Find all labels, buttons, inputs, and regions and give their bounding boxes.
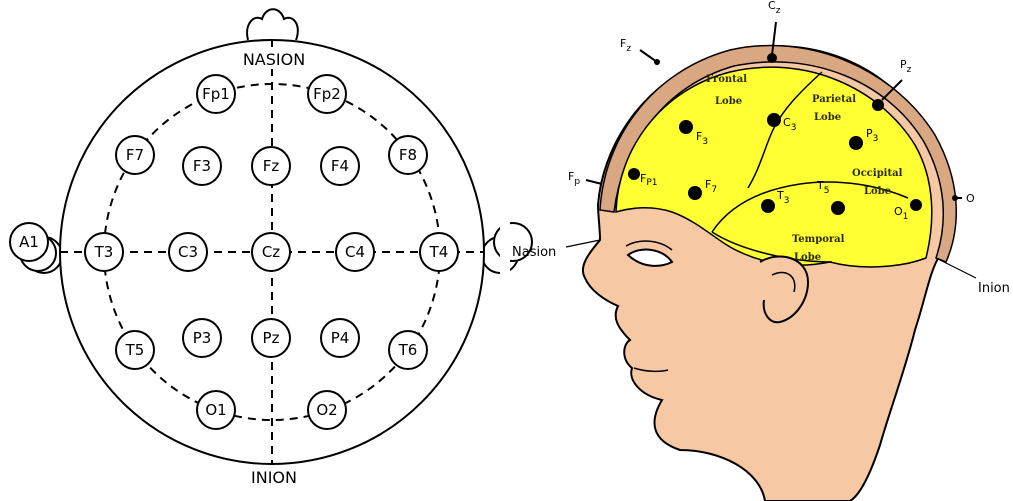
top-view-diagram: NASION INION A1 Fp1 Fp2 F7 F3 Fz [10,9,532,488]
svg-text:T5: T5 [125,341,145,359]
electrode-f7: F7 [116,136,154,174]
svg-text:P4: P4 [331,329,350,347]
svg-text:F3: F3 [193,157,211,175]
label-fp: Fp [568,170,580,187]
side-inion-label: Inion [978,281,1010,296]
dot-pz [872,99,884,111]
dot-fp1 [628,168,640,180]
svg-text:Fp1: Fp1 [202,85,230,103]
electrode-p3: P3 [183,319,221,357]
svg-text:O2: O2 [316,401,337,419]
side-view-diagram: Frontal Lobe Parietal Lobe Occipital Lob… [512,0,1010,501]
electrode-fz: Fz [252,147,290,185]
electrode-f8: F8 [389,136,427,174]
svg-text:Cz: Cz [262,243,280,261]
svg-text:C4: C4 [345,243,365,261]
electrode-t4: T4 [420,233,458,271]
dot-p3 [849,136,863,150]
dot-c3 [767,113,781,127]
nose-outline [247,9,298,40]
side-nasion-label: Nasion [512,245,556,260]
dot-o1 [910,199,922,211]
electrode-c3: C3 [169,233,207,271]
label-pz: Pz [900,58,912,75]
svg-text:T6: T6 [398,341,418,359]
electrode-cz: Cz [252,233,290,271]
electrode-c4: C4 [336,233,374,271]
svg-text:Fz: Fz [263,157,280,175]
dot-t5 [831,201,845,215]
electrode-f4: F4 [321,147,359,185]
svg-text:F4: F4 [331,157,349,175]
inion-pointer [936,258,976,278]
electrode-t6: T6 [389,331,427,369]
electrode-o2: O2 [308,391,346,429]
inion-label: INION [251,468,297,487]
electrode-t3: T3 [85,233,123,271]
svg-text:F7: F7 [126,146,144,164]
nasion-label: NASION [243,50,305,69]
svg-text:Fp2: Fp2 [313,85,341,103]
label-cz: Cz [768,0,781,16]
electrode-t5: T5 [116,331,154,369]
svg-text:P3: P3 [193,329,212,347]
svg-text:T3: T3 [94,243,114,261]
svg-text:O1: O1 [205,401,226,419]
svg-text:C3: C3 [178,243,198,261]
electrode-a1: A1 [10,223,48,261]
svg-text:F8: F8 [399,146,417,164]
electrode-pz: Pz [252,319,290,357]
dot-f3 [679,120,693,134]
dot-f7 [688,186,702,200]
svg-text:Pz: Pz [263,329,280,347]
electrode-p4: P4 [321,319,359,357]
electrode-fp1: Fp1 [197,75,235,113]
svg-text:A1: A1 [19,233,39,251]
electrode-fp2: Fp2 [308,75,346,113]
electrode-f3: F3 [183,147,221,185]
svg-text:T4: T4 [429,243,449,261]
label-o: O [966,192,975,205]
dot-t3 [761,199,775,213]
electrode-o1: O1 [197,391,235,429]
label-fz: Fz [620,37,631,54]
